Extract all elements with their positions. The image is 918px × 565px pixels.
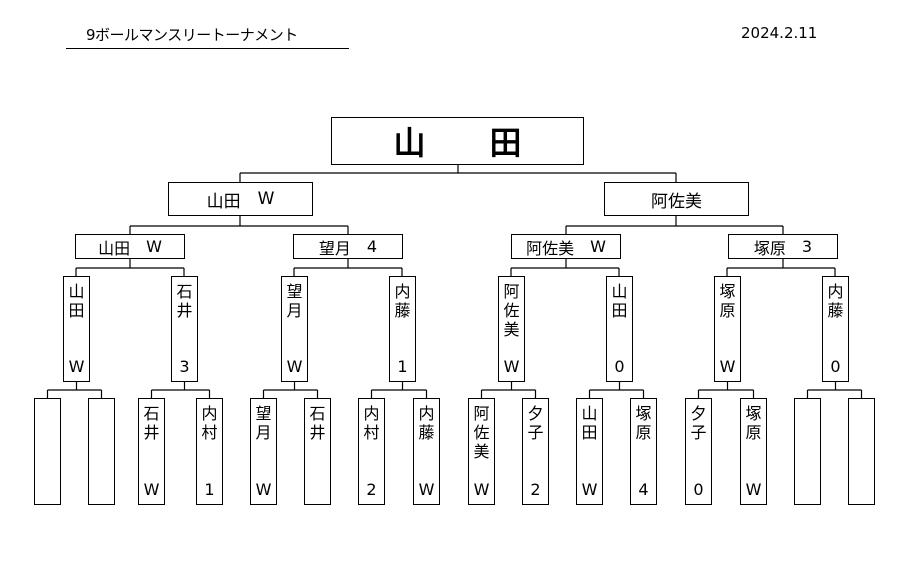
player-score: W bbox=[257, 189, 275, 209]
player-score: W bbox=[473, 480, 490, 499]
player-score: 3 bbox=[179, 357, 190, 376]
quarterfinal-box-3: 阿佐美 W bbox=[511, 234, 621, 259]
sheet-date: 2024.2.11 bbox=[741, 24, 818, 42]
round-of-16-box: 内藤 0 bbox=[822, 276, 849, 382]
round-of-16-box: 内藤 1 bbox=[389, 276, 416, 382]
round-of-32-box bbox=[794, 398, 821, 505]
round-of-32-box: 塚原 W bbox=[740, 398, 767, 505]
round-of-32-box: 望月 W bbox=[250, 398, 277, 505]
player-name: 阿佐美 bbox=[503, 282, 520, 339]
player-name: 内藤 bbox=[394, 282, 411, 320]
player-score: W bbox=[146, 237, 162, 256]
semifinal-box-2: 阿佐美 bbox=[604, 182, 749, 216]
player-score: W bbox=[255, 480, 272, 499]
player-name: 内村 bbox=[201, 404, 218, 442]
round-of-32-box bbox=[848, 398, 875, 505]
round-of-32-box bbox=[88, 398, 115, 505]
round-of-16-box: 山田 0 bbox=[606, 276, 633, 382]
round-of-32-box: 山田 W bbox=[576, 398, 603, 505]
quarterfinal-box-2: 望月 4 bbox=[293, 234, 403, 259]
quarterfinal-box-4: 塚原 3 bbox=[728, 234, 838, 259]
round-of-16-box: 石井 3 bbox=[171, 276, 198, 382]
player-score: W bbox=[68, 357, 85, 376]
round-of-32-box: 内村 2 bbox=[358, 398, 385, 505]
round-of-32-box: 阿佐美 W bbox=[468, 398, 495, 505]
player-score: 2 bbox=[366, 480, 377, 499]
player-score: W bbox=[418, 480, 435, 499]
round-of-16-box: 阿佐美 W bbox=[498, 276, 525, 382]
player-name: 夕子 bbox=[527, 404, 544, 442]
player-name: 望月 bbox=[286, 282, 303, 320]
player-score: 0 bbox=[693, 480, 704, 499]
player-name: 石井 bbox=[143, 404, 160, 442]
player-name: 望月 bbox=[318, 238, 351, 258]
player-score: 1 bbox=[204, 480, 215, 499]
round-of-32-box: 夕子 0 bbox=[685, 398, 712, 505]
round-of-32-box: 石井 bbox=[304, 398, 331, 505]
title-underline bbox=[66, 48, 349, 49]
round-of-32-box: 塚原 4 bbox=[630, 398, 657, 505]
champion-box: 山 田 bbox=[331, 117, 584, 165]
player-name: 夕子 bbox=[690, 404, 707, 442]
player-name: 塚原 bbox=[753, 238, 786, 258]
round-of-32-box: 内村 1 bbox=[196, 398, 223, 505]
player-name: 塚原 bbox=[635, 404, 652, 442]
player-score: W bbox=[503, 357, 520, 376]
player-name: 内村 bbox=[363, 404, 380, 442]
player-name: 山田 bbox=[206, 191, 241, 212]
player-score: W bbox=[745, 480, 762, 499]
player-score: 2 bbox=[530, 480, 541, 499]
player-name: 阿佐美 bbox=[651, 191, 702, 212]
player-score: W bbox=[286, 357, 303, 376]
player-score: W bbox=[143, 480, 160, 499]
player-score: 0 bbox=[614, 357, 625, 376]
player-name: 山田 bbox=[68, 282, 85, 320]
round-of-16-box: 望月 W bbox=[281, 276, 308, 382]
player-name: 内藤 bbox=[827, 282, 844, 320]
semifinal-box-1: 山田 W bbox=[168, 182, 313, 216]
player-name: 塚原 bbox=[719, 282, 736, 320]
player-score: 4 bbox=[366, 237, 378, 256]
player-name: 石井 bbox=[176, 282, 193, 320]
player-name: 阿佐美 bbox=[473, 404, 490, 461]
round-of-32-box: 夕子 2 bbox=[522, 398, 549, 505]
round-of-16-box: 山田 W bbox=[63, 276, 90, 382]
player-name: 山田 bbox=[611, 282, 628, 320]
player-score: W bbox=[590, 237, 606, 256]
player-name: 山田 bbox=[98, 238, 131, 258]
round-of-16-box: 塚原 W bbox=[714, 276, 741, 382]
quarterfinal-box-1: 山田 W bbox=[75, 234, 185, 259]
round-of-32-box: 石井 W bbox=[138, 398, 165, 505]
player-score: 4 bbox=[638, 480, 649, 499]
player-score: W bbox=[581, 480, 598, 499]
player-name: 内藤 bbox=[418, 404, 435, 442]
player-score: 0 bbox=[830, 357, 841, 376]
player-name: 塚原 bbox=[745, 404, 762, 442]
player-name: 阿佐美 bbox=[526, 238, 575, 258]
player-name: 望月 bbox=[255, 404, 272, 442]
player-name: 山田 bbox=[581, 404, 598, 442]
player-score: 3 bbox=[801, 237, 813, 256]
player-score: 1 bbox=[397, 357, 408, 376]
round-of-32-box bbox=[34, 398, 61, 505]
player-name: 石井 bbox=[309, 404, 326, 442]
sheet-title: 9ボールマンスリートーナメント bbox=[86, 26, 298, 44]
player-score: W bbox=[719, 357, 736, 376]
round-of-32-box: 内藤 W bbox=[413, 398, 440, 505]
